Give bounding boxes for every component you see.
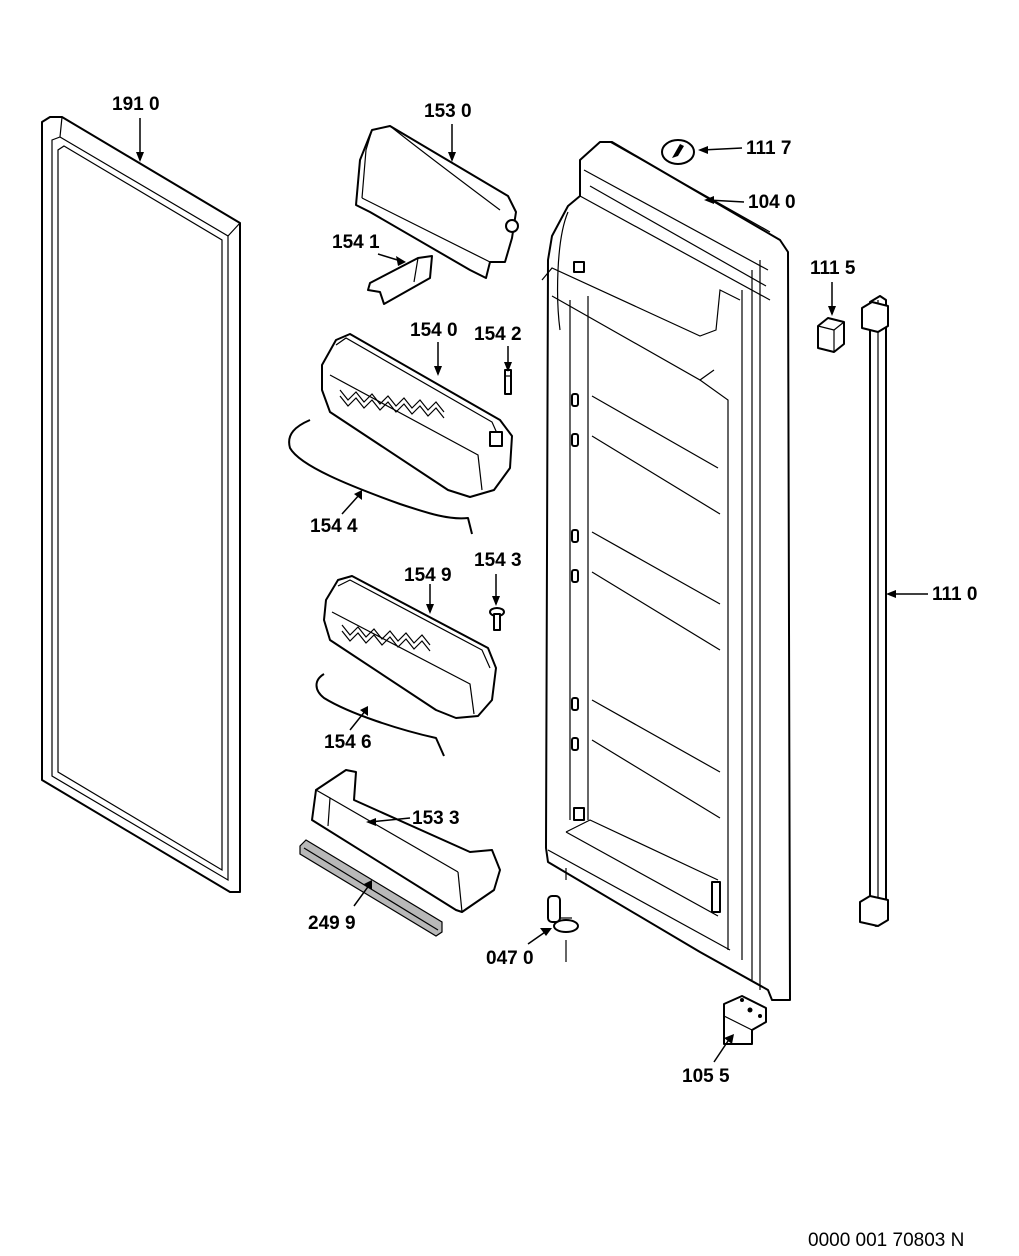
label-154-3: 154 3: [474, 550, 522, 571]
upper-wire-rail: [288, 419, 473, 535]
door-handle-bar: [859, 295, 889, 927]
inner-door-liner: [541, 141, 791, 1001]
label-191-0: 191 0: [112, 94, 160, 115]
label-104-0: 104 0: [748, 192, 796, 213]
screw-part: [489, 607, 505, 631]
clip-part: [367, 255, 433, 305]
screw-part: [504, 369, 512, 395]
label-111-7: 111 7: [746, 138, 791, 159]
label-154-1: 154 1: [332, 232, 380, 253]
lower-door-bin: [323, 575, 497, 719]
drawing-reference-number: 0000 001 70803 N: [808, 1230, 964, 1251]
bin-rib-pattern: [339, 389, 445, 419]
label-153-3: 153 3: [412, 808, 460, 829]
label-249-9: 249 9: [308, 913, 356, 934]
part-labels: 191 0 153 0 154 1 154 0 154 2 154 4 154 …: [112, 94, 977, 1251]
leader-lines: [136, 118, 928, 1063]
label-154-2: 154 2: [474, 324, 522, 345]
dairy-lid: [355, 125, 519, 279]
label-153-0: 153 0: [424, 101, 472, 122]
hinge-bracket: [723, 995, 767, 1045]
label-105-5: 105 5: [682, 1066, 730, 1087]
label-047-0: 047 0: [486, 948, 534, 969]
lower-wire-rail: [315, 673, 445, 757]
upper-door-bin: [321, 333, 513, 498]
label-154-0: 154 0: [410, 320, 458, 341]
label-154-6: 154 6: [324, 732, 372, 753]
hinge-pin: [547, 868, 579, 962]
bin-rib-pattern: [341, 624, 431, 652]
door-gasket: [41, 116, 241, 893]
shelf-clip-slots: [571, 393, 579, 751]
label-111-0: 111 0: [932, 584, 977, 605]
bottle-shelf: [311, 769, 501, 913]
shelf-rib-lines: [591, 395, 721, 819]
label-154-4: 154 4: [310, 516, 358, 537]
badge-part: [661, 139, 695, 165]
label-154-9: 154 9: [404, 565, 452, 586]
connector-block: [817, 317, 845, 353]
label-111-5: 111 5: [810, 258, 856, 279]
